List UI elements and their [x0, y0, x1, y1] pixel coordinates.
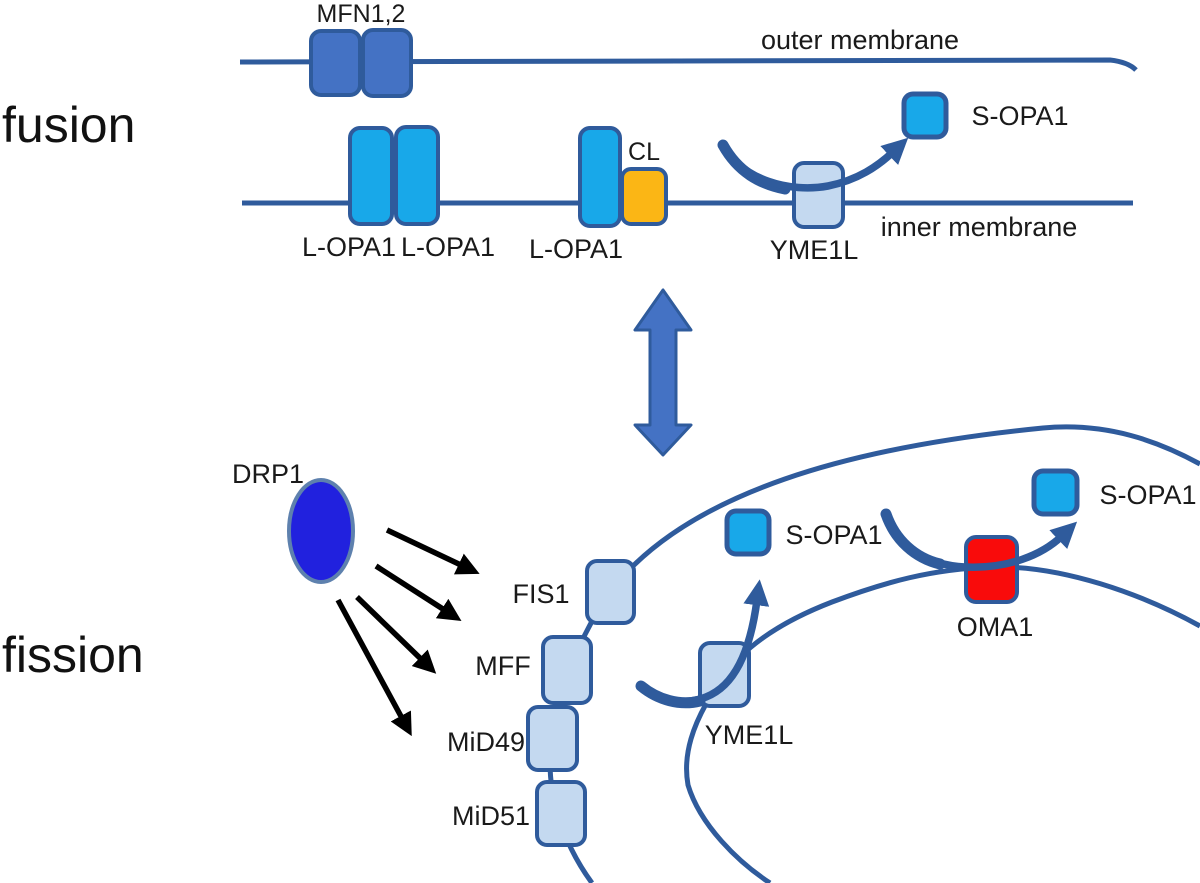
l-opa1-label-1: L-OPA1: [301, 232, 397, 262]
mid51-shape: [535, 780, 587, 847]
mfn2-shape: [361, 28, 413, 98]
inner-membrane-label: inner membrane: [880, 212, 1078, 242]
mid49-label: MiD49: [446, 727, 526, 757]
oma1-cleavage-arrow: [882, 510, 1078, 571]
drp1-arrow-2: [374, 563, 462, 621]
outer-membrane-label: outer membrane: [760, 25, 960, 55]
l-opa1-label-3: L-OPA1: [528, 234, 624, 264]
outer-membrane-line: [239, 57, 1138, 72]
yme1l-top-label: YME1L: [769, 235, 859, 265]
fusion-fission-double-arrow: [633, 288, 693, 457]
s-opa1-mid-label: S-OPA1: [785, 520, 883, 550]
l-opa1-shape-2: [394, 125, 440, 226]
mff-label: MFF: [475, 651, 531, 681]
yme1l-top-cleavage-arrow: [719, 137, 909, 192]
l-opa1-shape-3: [578, 126, 622, 228]
drp1-label: DRP1: [231, 459, 305, 489]
yme1l-top-shape: [792, 161, 845, 229]
yme1l-bottom-cleavage-arrow: [637, 579, 770, 706]
inner-membrane-arc: [684, 564, 1200, 883]
mfn-label: MFN1,2: [316, 0, 406, 28]
fis1-shape: [585, 559, 636, 625]
fis1-label: FIS1: [512, 579, 570, 609]
mid49-shape: [526, 705, 579, 772]
drp1-arrow-4: [335, 598, 412, 737]
s-opa1-top-shape: [901, 91, 949, 140]
mid51-label: MiD51: [451, 801, 531, 831]
s-opa1-mid-shape: [724, 508, 772, 557]
cardiolipin-shape: [620, 167, 668, 226]
yme1l-bottom-label: YME1L: [704, 720, 794, 750]
oma1-label: OMA1: [956, 612, 1034, 642]
s-opa1-right-label: S-OPA1: [1099, 480, 1197, 510]
s-opa1-right-shape: [1031, 468, 1080, 517]
drp1-arrow-3: [355, 595, 437, 674]
cardiolipin-label: CL: [628, 138, 660, 166]
l-opa1-shape-1: [348, 126, 394, 226]
mfn1-shape: [309, 29, 362, 97]
fusion-section-label: fusion: [2, 97, 136, 153]
l-opa1-label-2: L-OPA1: [400, 232, 496, 262]
drp1-arrow-1: [385, 527, 480, 575]
fission-section-label: fission: [2, 627, 144, 683]
s-opa1-top-label: S-OPA1: [971, 101, 1069, 131]
drp1-shape: [287, 478, 355, 584]
mff-shape: [541, 635, 593, 705]
